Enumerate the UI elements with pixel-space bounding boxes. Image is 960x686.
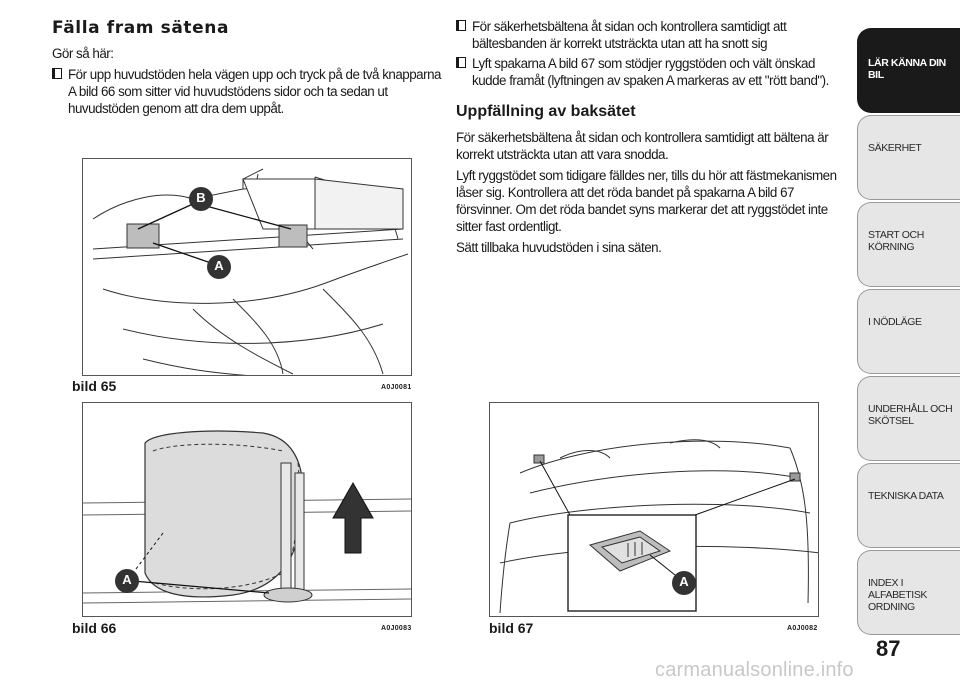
figure-caption: bild 67 <box>489 620 534 636</box>
figure-code: A0J0083 <box>381 625 412 632</box>
instruction-bullet: För upp huvudstöden hela vägen upp och t… <box>52 66 444 117</box>
intro-text: Gör så här: <box>52 46 114 61</box>
paragraph: Lyft ryggstödet som tidigare fälldes ner… <box>456 168 837 234</box>
left-column: Fälla fram sätena Gör så här: För upp hu… <box>52 18 444 120</box>
figure-code: A0J0082 <box>787 625 818 632</box>
checkbox-bullet-icon <box>52 68 62 79</box>
figure-66: A <box>82 402 412 617</box>
callout-label-a: A <box>679 574 689 589</box>
callout-label-a: A <box>122 572 132 587</box>
tab-label: I NÖDLÄGE <box>868 316 922 328</box>
tab-label: START OCH KÖRNING <box>868 229 924 253</box>
headrest-lift-illustration <box>83 430 411 604</box>
figure-67: A <box>489 402 819 617</box>
tab-start-och-korning[interactable]: START OCH KÖRNING <box>857 202 960 287</box>
figure-65: B A <box>82 158 412 376</box>
paragraph: Sätt tillbaka huvudstöden i sina säten. <box>456 240 662 255</box>
seat-headrest-buttons-illustration <box>92 168 409 375</box>
bullet-text: För upp huvudstöden hela vägen upp och t… <box>68 67 441 116</box>
tab-index[interactable]: INDEX I ALFABETISK ORDNING <box>857 550 960 635</box>
instruction-bullet: Lyft spakarna A bild 67 som stödjer rygg… <box>456 55 848 89</box>
bullet-text: För säkerhetsbältena åt sidan och kontro… <box>472 19 787 51</box>
chapter-tabs: LÄR KÄNNA DIN BIL SÄKERHET START OCH KÖR… <box>857 28 960 637</box>
tab-label: LÄR KÄNNA DIN BIL <box>868 57 946 81</box>
checkbox-bullet-icon <box>456 57 466 68</box>
tab-underhall-och-skotsel[interactable]: UNDERHÅLL OCH SKÖTSEL <box>857 376 960 461</box>
tab-label: TEKNISKA DATA <box>868 490 944 502</box>
tab-tekniska-data[interactable]: TEKNISKA DATA <box>857 463 960 548</box>
right-column: För säkerhetsbältena åt sidan och kontro… <box>456 18 848 260</box>
tab-label: SÄKERHET <box>868 142 922 154</box>
tab-i-nodlage[interactable]: I NÖDLÄGE <box>857 289 960 374</box>
tab-lar-kanna-din-bil[interactable]: LÄR KÄNNA DIN BIL <box>857 28 960 113</box>
tab-sakerhet[interactable]: SÄKERHET <box>857 115 960 200</box>
tab-label: UNDERHÅLL OCH SKÖTSEL <box>868 403 953 427</box>
section-title: Fälla fram sätena <box>52 18 230 38</box>
rear-seat-lever-illustration <box>499 439 818 614</box>
figure-caption: bild 66 <box>72 620 117 636</box>
page-number: 87 <box>876 636 901 661</box>
tab-label: INDEX I ALFABETISK ORDNING <box>868 577 928 613</box>
figure-caption: bild 65 <box>72 378 117 394</box>
callout-label-b: B <box>196 190 206 205</box>
checkbox-bullet-icon <box>456 20 466 31</box>
callout-label-a: A <box>214 258 224 273</box>
paragraph: För säkerhetsbältena åt sidan och kontro… <box>456 130 829 162</box>
watermark: carmanualsonline.info <box>655 659 854 681</box>
bullet-text: Lyft spakarna A bild 67 som stödjer rygg… <box>472 56 829 88</box>
instruction-bullet: För säkerhetsbältena åt sidan och kontro… <box>456 18 848 52</box>
subsection-heading: Uppfällning av baksätet <box>456 103 636 120</box>
figure-code: A0J0081 <box>381 384 412 391</box>
